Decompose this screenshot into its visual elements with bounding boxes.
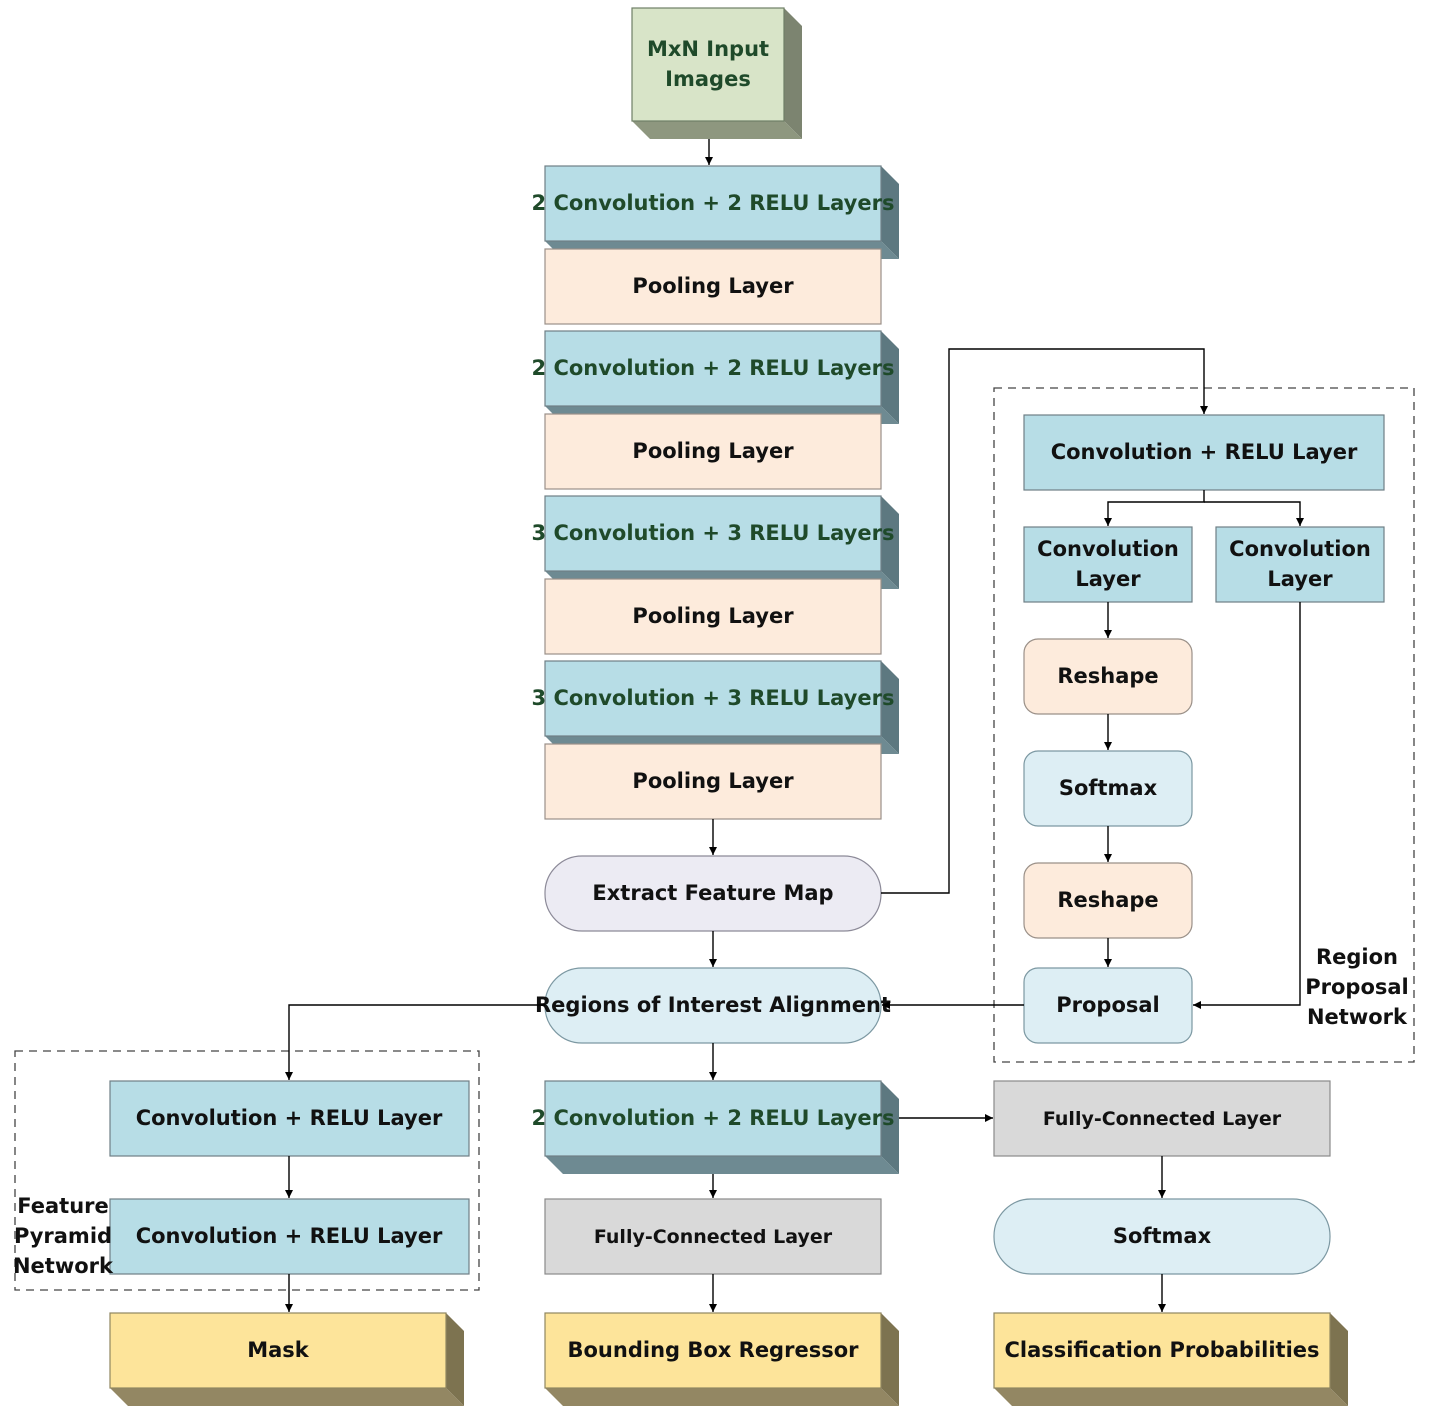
edge-roi-to-fpn bbox=[285, 1004, 545, 1080]
rpn-conv-right-label-line1: Convolution bbox=[1229, 537, 1371, 561]
rpn-softmax-node: Softmax bbox=[1023, 750, 1193, 827]
edge-feature-map-to-rpn bbox=[881, 348, 1208, 894]
backbone-pool4-label: Pooling Layer bbox=[632, 769, 794, 793]
backbone-conv4-label: 3 Convolution + 3 RELU Layers bbox=[532, 686, 895, 710]
feature-map-label: Extract Feature Map bbox=[592, 881, 833, 905]
connectors bbox=[285, 139, 1304, 1312]
backbone-conv3-label: 3 Convolution + 3 RELU Layers bbox=[532, 521, 895, 545]
backbone-conv3-node: 3 Convolution + 3 RELU Layers bbox=[532, 495, 899, 589]
output-mask-label: Mask bbox=[247, 1338, 310, 1362]
backbone-conv2-label: 2 Convolution + 2 RELU Layers bbox=[532, 356, 895, 380]
fpn-title-line3: Network bbox=[13, 1254, 114, 1278]
rpn-title-line2: Proposal bbox=[1305, 975, 1409, 999]
output-class-label: Classification Probabilities bbox=[1004, 1338, 1319, 1362]
rpn-reshape2-label: Reshape bbox=[1057, 888, 1158, 912]
backbone-pool1-label: Pooling Layer bbox=[632, 274, 794, 298]
backbone-pool4-node: Pooling Layer bbox=[544, 743, 882, 820]
rpn-conv-left-label-line2: Layer bbox=[1075, 567, 1141, 591]
backbone-pool2-label: Pooling Layer bbox=[632, 439, 794, 463]
fpn-conv1-node: Convolution + RELU Layer bbox=[109, 1080, 470, 1157]
head-fc-center-node: Fully-Connected Layer bbox=[544, 1198, 882, 1275]
rpn-conv-right-node: Convolution Layer bbox=[1215, 526, 1385, 603]
backbone-pool3-node: Pooling Layer bbox=[544, 578, 882, 655]
rpn-conv-left-node: Convolution Layer bbox=[1023, 526, 1193, 603]
backbone-conv2-node: 2 Convolution + 2 RELU Layers bbox=[532, 330, 899, 424]
head-softmax-label: Softmax bbox=[1113, 1224, 1212, 1248]
backbone-conv4-node: 3 Convolution + 3 RELU Layers bbox=[532, 660, 899, 754]
head-conv-label: 2 Convolution + 2 RELU Layers bbox=[532, 1106, 895, 1130]
fpn-title: Feature Pyramid Network bbox=[13, 1194, 114, 1278]
fpn-title-line1: Feature bbox=[17, 1194, 109, 1218]
rpn-conv-left-label-line1: Convolution bbox=[1037, 537, 1179, 561]
fpn-conv2-label: Convolution + RELU Layer bbox=[136, 1224, 443, 1248]
head-fc-right-node: Fully-Connected Layer bbox=[993, 1080, 1331, 1157]
rpn-title-line3: Network bbox=[1307, 1005, 1408, 1029]
input-images-label-line1: MxN Input bbox=[647, 37, 769, 61]
fpn-conv1-label: Convolution + RELU Layer bbox=[136, 1106, 443, 1130]
input-images-node: MxN Input Images bbox=[631, 7, 802, 139]
backbone-conv1-label: 2 Convolution + 2 RELU Layers bbox=[532, 191, 895, 215]
rpn-proposal-node: Proposal bbox=[1023, 967, 1193, 1044]
rpn-softmax-label: Softmax bbox=[1059, 776, 1158, 800]
head-softmax-node: Softmax bbox=[993, 1198, 1331, 1275]
fpn-boundary bbox=[14, 1050, 480, 1291]
output-bbox-label: Bounding Box Regressor bbox=[568, 1338, 860, 1362]
output-bbox-node: Bounding Box Regressor bbox=[544, 1312, 899, 1406]
rpn-conv-relu-label: Convolution + RELU Layer bbox=[1051, 440, 1358, 464]
roi-align-label: Regions of Interest Alignment bbox=[535, 993, 891, 1017]
edge-rpn-conv-to-left bbox=[1104, 490, 1205, 526]
backbone-pool2-node: Pooling Layer bbox=[544, 413, 882, 490]
rpn-reshape1-label: Reshape bbox=[1057, 664, 1158, 688]
head-fc-right-label: Fully-Connected Layer bbox=[1043, 1108, 1282, 1130]
fpn-conv2-node: Convolution + RELU Layer bbox=[109, 1198, 470, 1275]
rpn-conv-relu-node: Convolution + RELU Layer bbox=[1023, 414, 1385, 491]
output-mask-node: Mask bbox=[109, 1312, 464, 1406]
roi-align-node: Regions of Interest Alignment bbox=[535, 967, 891, 1044]
rpn-proposal-label: Proposal bbox=[1056, 993, 1160, 1017]
output-class-node: Classification Probabilities bbox=[993, 1312, 1348, 1406]
rpn-reshape1-node: Reshape bbox=[1023, 638, 1193, 715]
feature-map-node: Extract Feature Map bbox=[544, 855, 882, 932]
backbone-pool1-node: Pooling Layer bbox=[544, 248, 882, 325]
edge-conv-right-to-proposal bbox=[1193, 602, 1301, 1009]
backbone-pool3-label: Pooling Layer bbox=[632, 604, 794, 628]
backbone-conv1-node: 2 Convolution + 2 RELU Layers bbox=[532, 165, 899, 259]
head-fc-center-label: Fully-Connected Layer bbox=[594, 1226, 833, 1248]
head-conv-node: 2 Convolution + 2 RELU Layers bbox=[532, 1080, 899, 1174]
edge-rpn-conv-to-right bbox=[1204, 501, 1304, 526]
fpn-title-line2: Pyramid bbox=[14, 1224, 112, 1248]
rpn-conv-right-label-line2: Layer bbox=[1267, 567, 1333, 591]
rpn-title-line1: Region bbox=[1316, 945, 1398, 969]
input-images-label-line2: Images bbox=[665, 67, 751, 91]
rpn-title: Region Proposal Network bbox=[1305, 945, 1409, 1029]
rpn-reshape2-node: Reshape bbox=[1023, 862, 1193, 939]
